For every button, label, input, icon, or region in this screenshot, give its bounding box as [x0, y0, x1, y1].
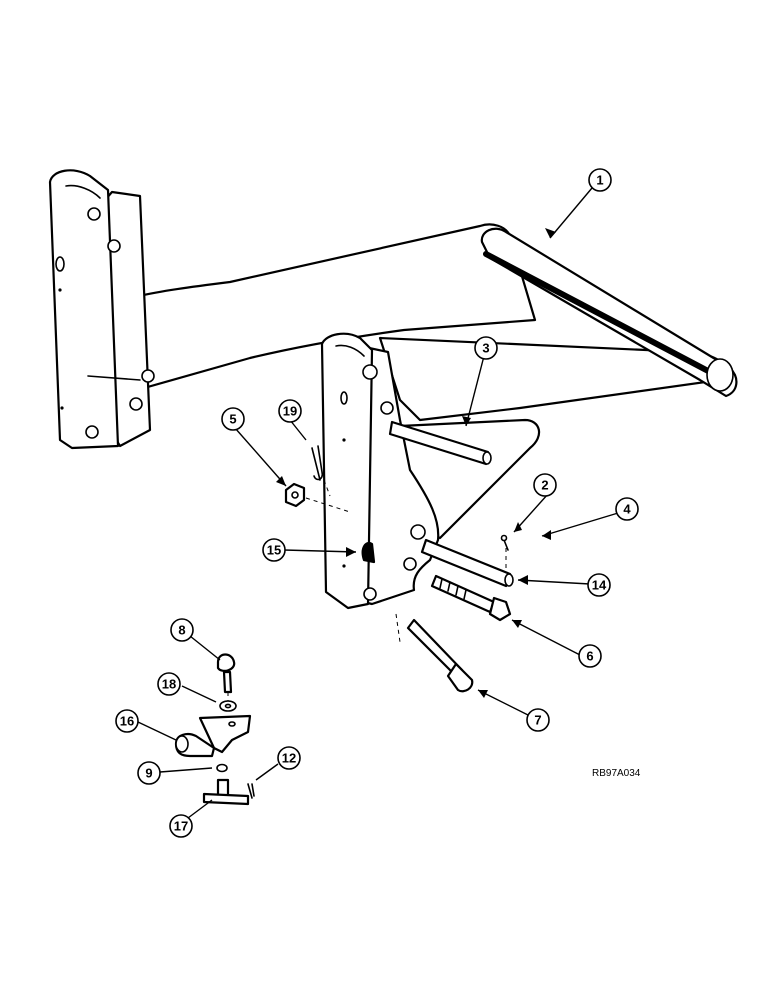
svg-text:15: 15: [267, 543, 281, 558]
support-assembly: [174, 653, 255, 806]
bolt-6: [430, 574, 512, 622]
svg-text:12: 12: [282, 751, 296, 766]
svg-text:16: 16: [120, 714, 134, 729]
svg-text:9: 9: [145, 766, 152, 781]
callout-2: 2: [533, 473, 557, 497]
callout-7: 7: [526, 708, 550, 732]
callout-3: 3: [474, 336, 498, 360]
callout-14: 14: [587, 573, 611, 597]
callout-15: 15: [262, 538, 286, 562]
callout-5: 5: [221, 407, 245, 431]
callout-12: 12: [277, 746, 301, 770]
svg-text:7: 7: [534, 713, 541, 728]
svg-text:8: 8: [178, 623, 185, 638]
nut-5: [284, 482, 351, 513]
svg-text:2: 2: [541, 478, 548, 493]
frame-arm: [94, 223, 738, 540]
svg-text:5: 5: [229, 412, 236, 427]
callout-17: 17: [169, 814, 193, 838]
svg-text:4: 4: [623, 502, 631, 517]
callout-4: 4: [615, 497, 639, 521]
callout-8: 8: [170, 618, 194, 642]
svg-text:1: 1: [596, 173, 603, 188]
callout-9: 9: [137, 761, 161, 785]
svg-text:14: 14: [592, 578, 607, 593]
cotter-2: [500, 534, 509, 551]
drawing-code: RB97A034: [592, 768, 641, 779]
svg-text:3: 3: [482, 341, 489, 356]
svg-text:17: 17: [174, 819, 188, 834]
callout-6: 6: [578, 644, 602, 668]
pin-3: [388, 420, 492, 466]
callout-16: 16: [115, 709, 139, 733]
svg-text:18: 18: [162, 677, 176, 692]
svg-text:6: 6: [586, 649, 593, 664]
callout-18: 18: [157, 672, 181, 696]
callout-19: 19: [278, 399, 302, 423]
pin-7: [395, 613, 474, 693]
svg-text:19: 19: [283, 404, 297, 419]
pin-14: [420, 538, 514, 588]
right-mounting-bracket: [320, 332, 440, 610]
hairpin-19: [311, 445, 331, 497]
callout-1: 1: [588, 168, 612, 192]
leader-lines: [137, 187, 629, 819]
left-mounting-bracket: [48, 169, 155, 450]
